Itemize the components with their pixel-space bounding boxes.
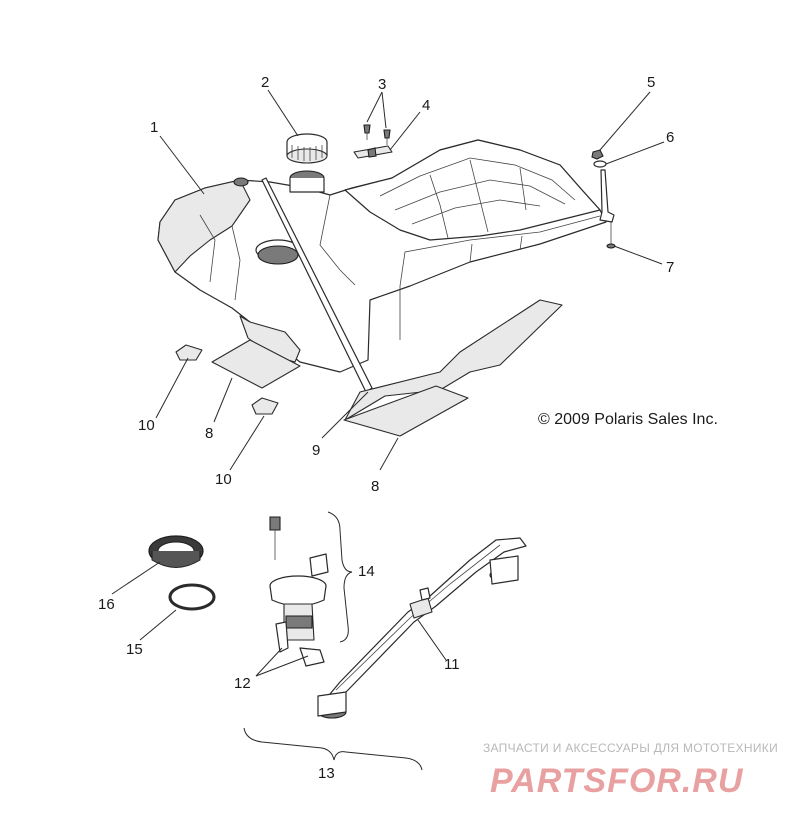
- callout-9: 9: [312, 442, 320, 459]
- callout-1: 1: [150, 119, 158, 136]
- callout-12: 12: [234, 675, 251, 692]
- brace-14: [327, 511, 353, 643]
- copyright-notice: © 2009 Polaris Sales Inc.: [538, 411, 718, 428]
- callout-2: 2: [261, 74, 269, 91]
- bolt-7: [606, 222, 616, 249]
- brace-13: [243, 727, 423, 771]
- callout-14: 14: [358, 563, 375, 580]
- pad-8-left: [211, 339, 301, 389]
- fuel-cap: [286, 133, 328, 164]
- callout-4: 4: [422, 97, 430, 114]
- washer-6: [593, 160, 607, 168]
- pad-10-lower: [251, 397, 279, 415]
- nut-5: [591, 149, 604, 160]
- callout-6: 6: [666, 129, 674, 146]
- callout-16: 16: [98, 596, 115, 613]
- bracket-4: [353, 145, 393, 159]
- strap-bracket: [599, 169, 615, 223]
- pad-10-upper: [175, 344, 203, 361]
- fuel-lines: [317, 537, 527, 719]
- seal-15: [168, 583, 216, 611]
- callout-8-right: 8: [371, 478, 379, 495]
- callout-13: 13: [318, 765, 335, 782]
- leader-lines: [111, 89, 665, 677]
- callout-10-upper: 10: [138, 417, 155, 434]
- lock-ring-16: [148, 535, 204, 568]
- pad-8-right: [343, 299, 563, 437]
- callout-8-left: 8: [205, 425, 213, 442]
- fuel-tank: [157, 139, 607, 393]
- watermark-caption: ЗАПЧАСТИ И АКСЕССУАРЫ ДЛЯ МОТОТЕХНИКИ: [482, 741, 778, 755]
- callout-3: 3: [378, 76, 386, 93]
- callouts: 1 2 3 4 5 6 7 10 8 10 9 8 14 16 15 11 12…: [98, 74, 674, 782]
- callout-10-lower: 10: [215, 471, 232, 488]
- callout-7: 7: [666, 259, 674, 276]
- callout-11: 11: [444, 656, 460, 673]
- screws-3: [363, 124, 391, 145]
- fuel-pump-assembly: [269, 516, 329, 667]
- callout-5: 5: [647, 74, 655, 91]
- callout-15: 15: [126, 641, 143, 658]
